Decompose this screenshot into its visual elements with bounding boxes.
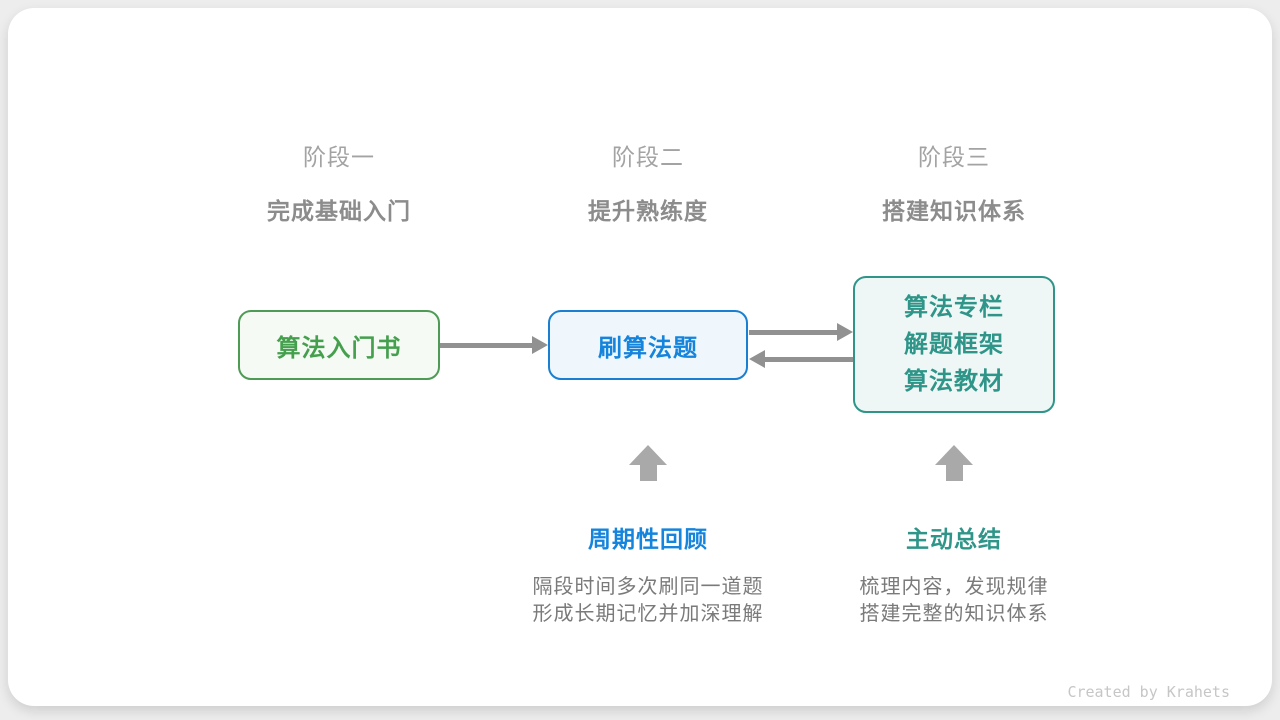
up-arrow-tip [629,445,667,465]
box-intro-book-label: 算法入门书 [276,334,402,362]
arrow-intro-to-practice-icon [440,336,548,354]
desc-line-2: 搭建完整的知识体系 [859,603,1049,625]
arrow-shaft [440,343,535,348]
desc-line-1: 梳理内容，发现规律 [859,576,1049,598]
up-arrow-review-icon [629,445,667,481]
box-intro-book: 算法入门书 [238,310,440,380]
annotation-active-summary: 主动总结 梳理内容，发现规律 搭建完整的知识体系 [794,520,1114,628]
stage-header-1: 阶段一 完成基础入门 [189,138,489,226]
desc-line-2: 形成长期记忆并加深理解 [532,603,764,625]
stage-header-3: 阶段三 搭建知识体系 [804,138,1104,226]
box-practice-problems-label: 刷算法题 [598,334,698,362]
up-arrow-stem [639,465,657,481]
box-knowledge-line-2: 解题框架 [904,331,1004,358]
box-practice-problems: 刷算法题 [548,310,748,380]
desc-line-1: 隔段时间多次刷同一道题 [532,576,764,598]
box-knowledge-line-1: 算法专栏 [904,294,1004,321]
stage-2-label: 阶段二 [612,144,684,170]
up-arrow-summary-icon [935,445,973,481]
stage-1-label: 阶段一 [303,144,375,170]
stage-header-2: 阶段二 提升熟练度 [498,138,798,226]
diagram-card: 阶段一 完成基础入门 阶段二 提升熟练度 阶段三 搭建知识体系 算法入门书 刷算… [8,8,1272,706]
box-knowledge-resources: 算法专栏 解题框架 算法教材 [853,276,1055,413]
annotation-active-summary-title: 主动总结 [906,526,1002,552]
annotation-active-summary-desc: 梳理内容，发现规律 搭建完整的知识体系 [794,574,1114,628]
annotation-periodic-review: 周期性回顾 隔段时间多次刷同一道题 形成长期记忆并加深理解 [488,520,808,628]
up-arrow-stem [945,465,963,481]
up-arrow-tip [935,445,973,465]
annotation-periodic-review-title: 周期性回顾 [588,526,708,552]
arrow-resources-to-practice-icon [749,350,853,368]
annotation-periodic-review-desc: 隔段时间多次刷同一道题 形成长期记忆并加深理解 [488,574,808,628]
stage-3-subtitle: 搭建知识体系 [882,198,1026,224]
arrow-head [837,323,853,341]
stage-2-subtitle: 提升熟练度 [588,198,708,224]
stage-3-label: 阶段三 [918,144,990,170]
stage-1-subtitle: 完成基础入门 [267,198,411,224]
arrow-head [532,336,548,354]
arrow-shaft [749,330,840,335]
credit-text: Created by Krahets [1067,683,1230,701]
arrow-practice-to-resources-icon [749,323,853,341]
arrow-head [749,350,765,368]
arrow-shaft [762,357,853,362]
box-knowledge-line-3: 算法教材 [904,368,1004,395]
